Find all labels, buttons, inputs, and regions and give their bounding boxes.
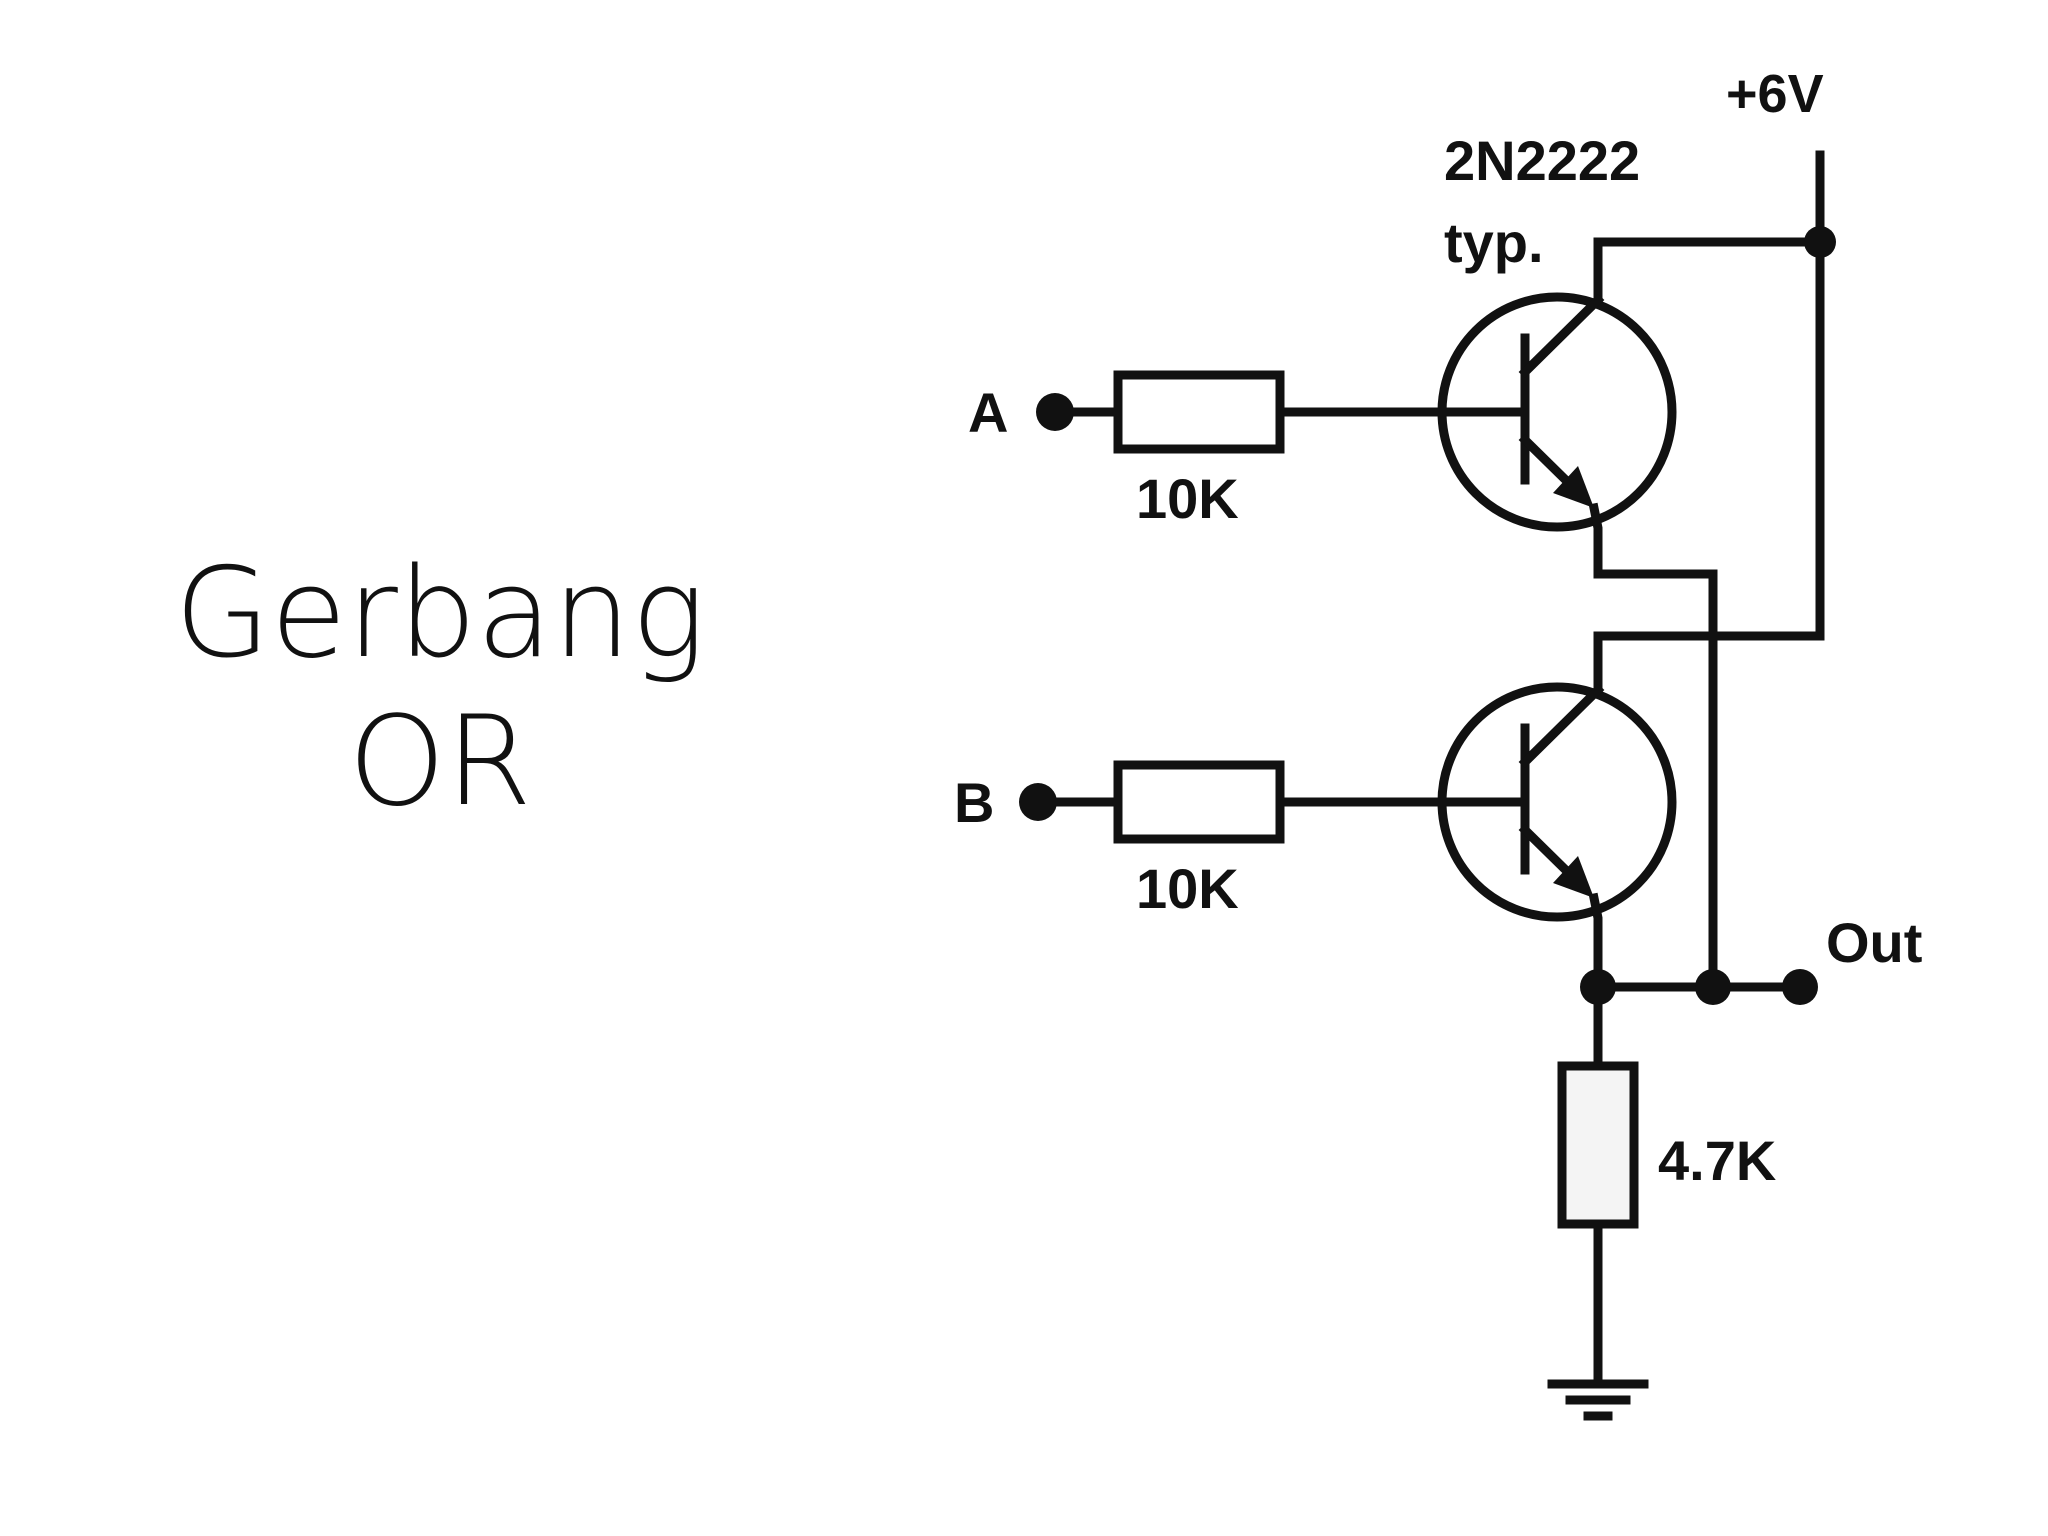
- title-line-2: OR: [348, 690, 532, 834]
- emitter-arrow-q2: [1553, 856, 1594, 898]
- transistor-q1: [1275, 292, 1718, 992]
- resistor-a: [1113, 370, 1285, 454]
- resistor-b-value: 10K: [1136, 857, 1239, 920]
- slide-title: Gerbang OR: [120, 540, 760, 836]
- supply-junction: [1804, 226, 1836, 258]
- transistor-label-line-1: 2N2222: [1444, 129, 1640, 192]
- resistor-b: [1113, 760, 1285, 844]
- input-a: [1036, 370, 1285, 454]
- emitter-arrow-q1: [1553, 466, 1594, 508]
- transistor-q2: [1275, 682, 1677, 992]
- title-line-1: Gerbang: [174, 542, 706, 686]
- input-b: [1019, 760, 1285, 844]
- ground-icon: [1547, 1379, 1649, 1421]
- output-network: [1557, 969, 1818, 1387]
- resistor-a-value: 10K: [1136, 467, 1239, 530]
- load-resistor: [1557, 1061, 1639, 1229]
- input-b-label: B: [954, 771, 994, 834]
- output-terminal[interactable]: [1782, 969, 1818, 1005]
- input-a-label: A: [968, 381, 1008, 444]
- load-resistor-value: 4.7K: [1658, 1129, 1776, 1192]
- transistor-label-line-2: typ.: [1444, 211, 1544, 274]
- supply-rail: [1593, 150, 1836, 695]
- output-label: Out: [1826, 911, 1922, 974]
- output-junction: [1695, 969, 1731, 1005]
- supply-label: +6V: [1726, 64, 1824, 124]
